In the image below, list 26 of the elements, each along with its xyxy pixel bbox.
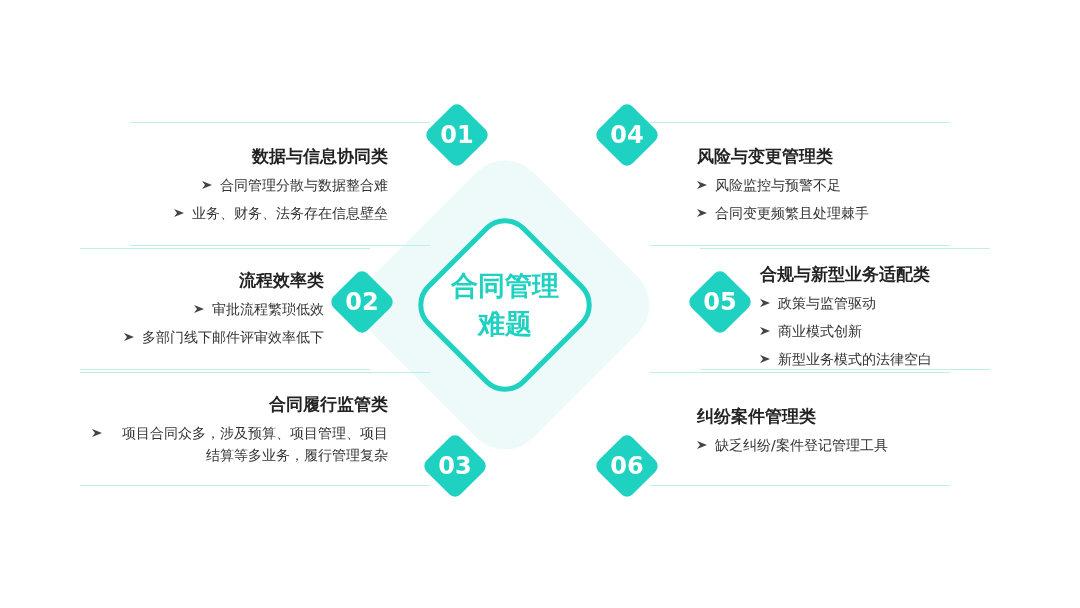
bullet-text: 商业模式创新 bbox=[778, 322, 862, 341]
bullet-text: 缺乏纠纷/案件登记管理工具 bbox=[715, 436, 888, 455]
bullet-text: 合同管理分散与数据整合难 bbox=[220, 176, 388, 195]
bullet-text: 合同变更频繁且处理棘手 bbox=[715, 204, 869, 223]
bullet-text: 风险监控与预警不足 bbox=[715, 176, 841, 195]
category-heading: 合规与新型业务适配类 bbox=[760, 263, 931, 286]
bullet-text: 业务、财务、法务存在信息壁垒 bbox=[192, 204, 388, 223]
number-label: 02 bbox=[345, 288, 379, 316]
bullet-text: 新型业务模式的法律空白 bbox=[778, 350, 932, 369]
bullet-text: 政策与监管驱动 bbox=[778, 294, 876, 313]
category-card bbox=[80, 372, 430, 486]
category-heading: 合同履行监管类 bbox=[268, 393, 388, 416]
category-heading: 风险与变更管理类 bbox=[697, 145, 834, 168]
number-label: 06 bbox=[610, 452, 644, 480]
bullet-text: 审批流程繁琐低效 bbox=[212, 300, 324, 319]
category-heading: 数据与信息协同类 bbox=[251, 145, 388, 168]
number-label: 03 bbox=[438, 452, 472, 480]
bullet-text: 项目合同众多，涉及预算、项目管理、项目结算等多业务，履行管理复杂 bbox=[121, 424, 388, 465]
bullet-text: 多部门线下邮件评审效率低下 bbox=[142, 328, 324, 347]
number-label: 04 bbox=[610, 121, 644, 149]
number-label: 05 bbox=[703, 288, 737, 316]
category-card bbox=[130, 122, 430, 246]
category-heading: 纠纷案件管理类 bbox=[697, 405, 817, 428]
hub-title: 合同管理难题 bbox=[450, 269, 560, 341]
number-label: 01 bbox=[440, 121, 474, 149]
category-heading: 流程效率类 bbox=[238, 269, 324, 292]
